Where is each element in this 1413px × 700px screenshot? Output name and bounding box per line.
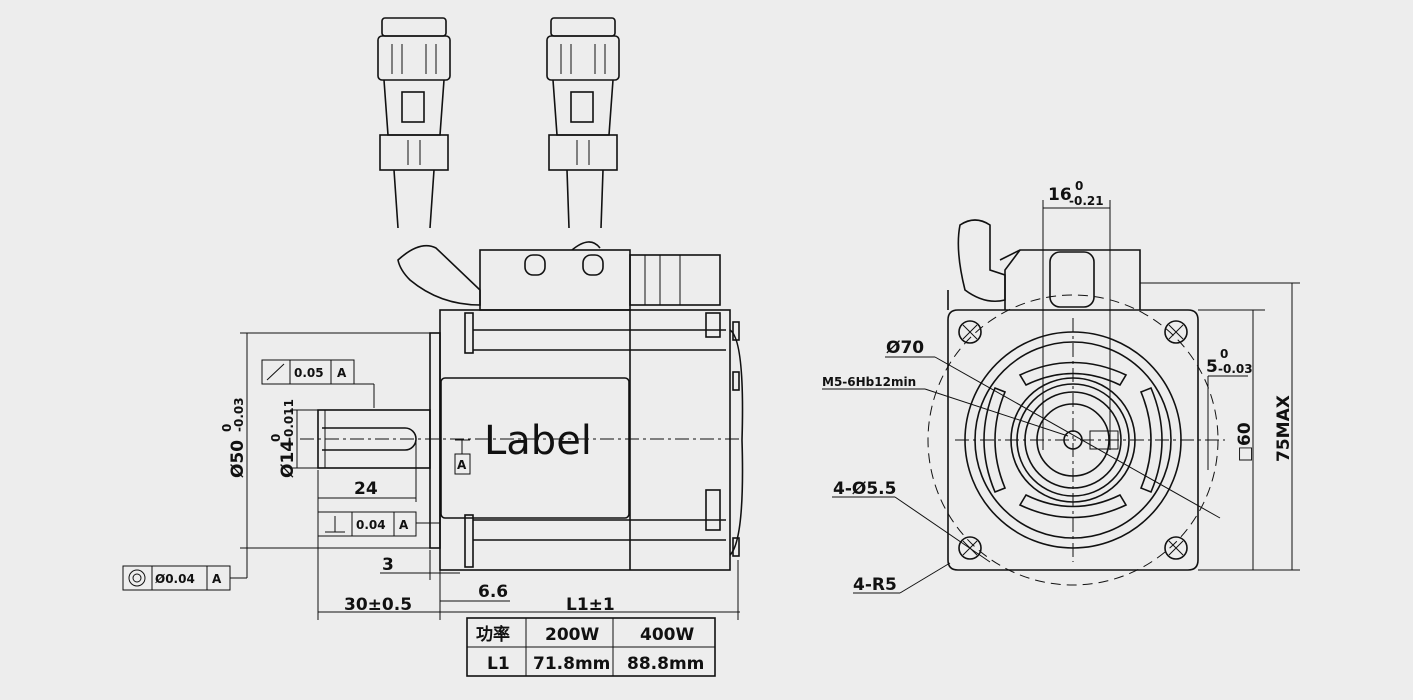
concentricity-tolerance-frame: Ø0.04 A [122, 565, 231, 591]
dim-shaft-length: 30±0.5 [344, 595, 412, 615]
dim-key-width: 16 [1048, 185, 1072, 205]
side-view: Label A Ø50 0 -0.03 Ø14 [122, 17, 744, 677]
cable-stub [957, 219, 1006, 303]
dim-bolt-circle: Ø70 [886, 338, 924, 358]
table-cell: 88.8mm [627, 654, 704, 674]
table-header-200w: 200W [545, 625, 599, 645]
runout-tolerance-frame: 0.05 A [261, 359, 355, 385]
dim-3: 3 [382, 555, 394, 575]
dim-key-length: 24 [354, 479, 378, 499]
dim-shaft-diameter: Ø14 [278, 440, 298, 478]
perpendicularity-tolerance-frame: 0.04 A [317, 511, 417, 537]
flange-square [947, 309, 1199, 571]
nameplate-label: Label [484, 418, 592, 464]
dim-16-upper: 0 [1075, 179, 1083, 193]
dim-square: □60 [1235, 422, 1255, 462]
dim-pilot-diameter: Ø50 [228, 440, 248, 478]
dim-holes: 4-Ø5.5 [833, 479, 896, 499]
front-view: 16 0 -0.21 Ø70 M5-6Hb12min 4-Ø5.5 4-R5 5… [822, 179, 1300, 595]
keyway [322, 427, 417, 451]
pilot-boss [429, 332, 441, 549]
dim-shaft-tol-upper: 0 [269, 434, 283, 442]
table-header-400w: 400W [640, 625, 694, 645]
dim-height: 75MAX [1274, 395, 1294, 462]
dim-pilot-tol-upper: 0 [220, 424, 234, 432]
dim-6-6: 6.6 [478, 582, 508, 602]
datum-a: A [457, 458, 467, 472]
conc-value: Ø0.04 [155, 572, 195, 586]
connector-left [377, 17, 451, 229]
nameplate [440, 377, 630, 519]
perp-datum: A [399, 518, 409, 532]
front-dimension-lines [822, 200, 1300, 594]
runout-value: 0.05 [294, 366, 324, 380]
top-housing [947, 249, 1141, 310]
power-table: 功率 200W 400W L1 71.8mm 88.8mm [466, 617, 716, 677]
table-header-power: 功率 [476, 624, 510, 645]
connector-right [546, 17, 620, 229]
dim-thread: M5-6Hb12min [822, 375, 916, 389]
dim-shaft-tol-lower: -0.011 [282, 399, 296, 442]
perp-value: 0.04 [356, 518, 386, 532]
dim-radius: 4-R5 [853, 575, 897, 595]
connector-block [479, 249, 631, 311]
cable-bend [397, 244, 481, 306]
dimension-lines [230, 332, 740, 620]
concentricity-icon [128, 569, 146, 587]
dim-L1: L1±1 [566, 595, 615, 615]
runout-arrow-icon [266, 363, 285, 381]
dim-key-depth: 5 [1206, 357, 1218, 377]
dim-5-upper: 0 [1220, 347, 1228, 361]
perpendicular-icon [325, 516, 345, 533]
conc-datum: A [212, 572, 222, 586]
table-cell: L1 [487, 654, 510, 674]
dim-pilot-tol-lower: -0.03 [232, 397, 246, 432]
table-cell: 71.8mm [533, 654, 610, 674]
dim-16-lower: -0.21 [1069, 194, 1104, 208]
dim-5-lower: -0.03 [1218, 362, 1253, 376]
runout-datum: A [337, 366, 347, 380]
mounting-holes [958, 320, 1188, 560]
